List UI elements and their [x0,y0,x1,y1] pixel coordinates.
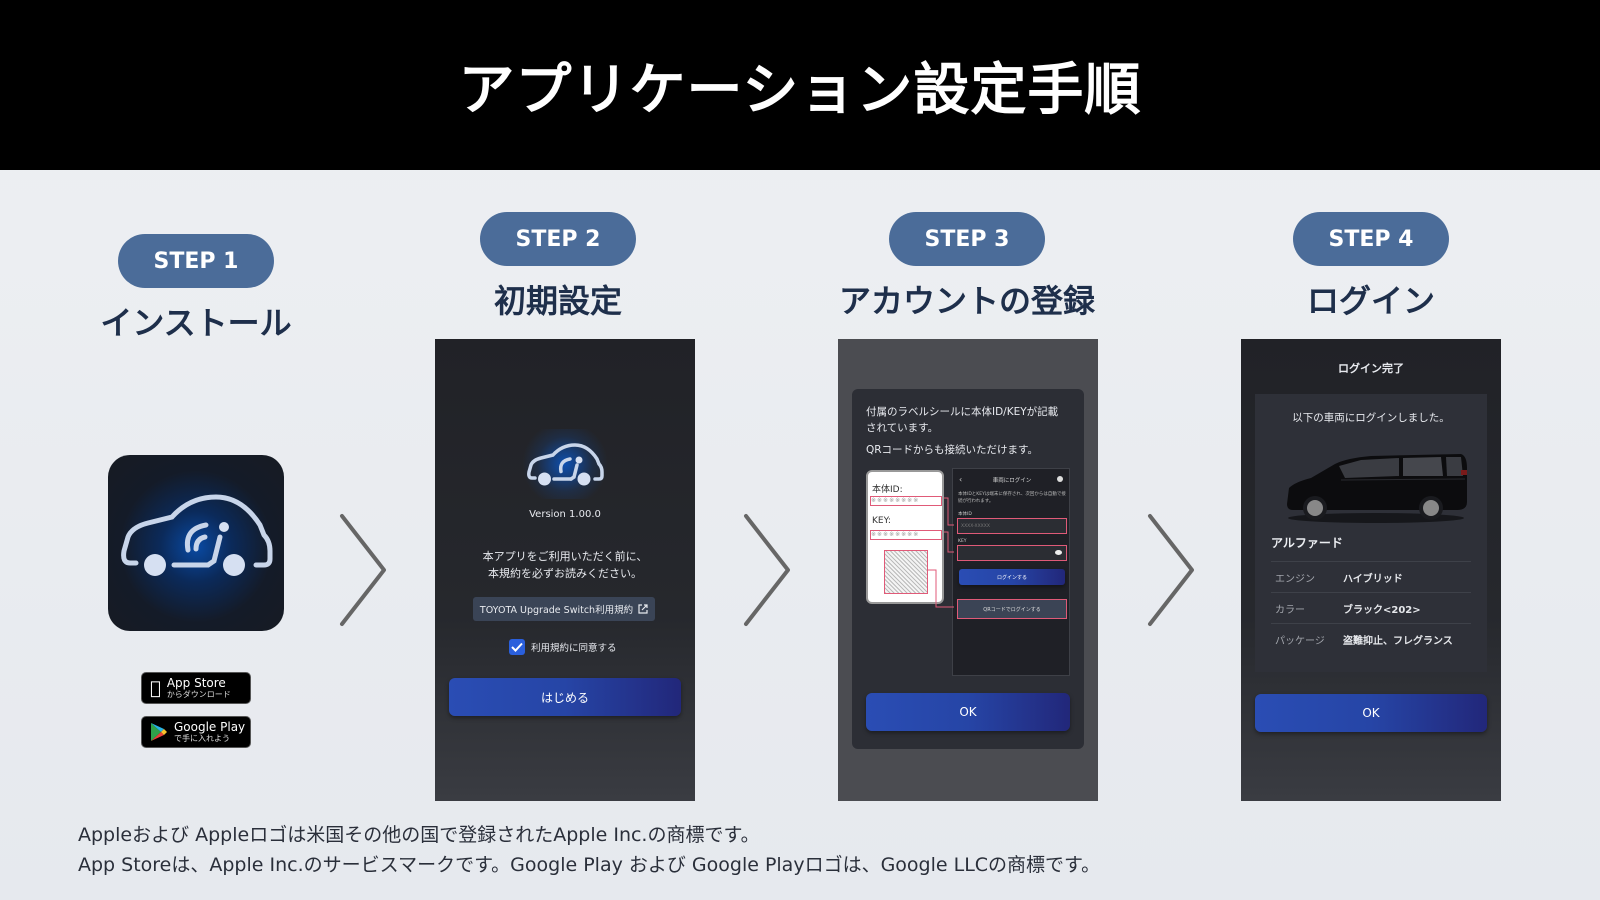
notice-line1: 本アプリをご利用いただく前に、 [482,550,648,563]
step4-badge: STEP 4 [1293,212,1449,266]
chevron-right-icon [1148,514,1194,626]
trademark-line1: Appleおよび Appleロゴは米国その他の国で登録されたApple Inc.… [78,824,760,846]
qr-info-dialog: 付属のラベルシールに本体ID/KEYが記載 されています。 QRコードからも接続… [852,389,1084,749]
spec-key: カラー [1275,604,1305,616]
info-line1: 付属のラベルシールに本体ID/KEYが記載 [866,406,1059,418]
trademark-line2: App Storeは、Apple Inc.のサービスマークです。Google P… [78,854,1101,876]
agree-label: 利用規約に同意する [531,643,617,654]
step2-phone-screen: Version 1.00.0 本アプリをご利用いただく前に、 本規約を必ずお読み… [435,339,695,801]
inner-title: 車両にログイン [992,478,1032,484]
info-line3: QRコードからも接続いただけます。 [866,444,1039,456]
eye-icon [1055,550,1062,555]
apple-icon:  [150,678,161,699]
back-icon: ‹ [959,475,963,484]
google-play-line2: で手に入れよう [174,734,230,743]
agree-checkbox[interactable] [509,639,525,655]
inner-qr-login-button[interactable]: QRコードでログインする [957,599,1067,619]
step3-badge: STEP 3 [889,212,1045,266]
trademark-notice: Appleおよび Appleロゴは米国その他の国で登録されたApple Inc.… [78,820,1100,880]
inner-id-label: 本体ID [958,512,972,517]
app-store-line2: からダウンロード [156,690,231,699]
google-play-icon [151,723,167,741]
step1-badge: STEP 1 [118,234,274,288]
vehicle-card: 以下の車両にログインしました。 アルファード エンジン ハイブリッド カラー ブラッ… [1255,394,1487,672]
vehicle-name: アルファード [1271,536,1343,550]
car-wifi-icon [527,443,604,486]
step1-title: インストール [100,304,292,342]
step2-badge: STEP 2 [480,212,636,266]
connector-lines [928,497,954,608]
spec-row-engine: エンジン ハイブリッド [1271,562,1471,593]
spec-row-color: カラー ブラック<202> [1271,593,1471,624]
page-header: アプリケーション設定手順 [0,0,1600,170]
checkmark-icon [511,642,523,652]
spec-value: 盗難抑止、フレグランス [1343,636,1453,647]
version-text: Version 1.00.0 [529,509,601,520]
inner-id-input[interactable]: XXXX-XXXXX [957,518,1067,534]
info-line2: されています。 [866,422,939,434]
label-key-value: ※※※※※※※※ [870,530,942,540]
step4-phone-screen: ログイン完了 以下の車両にログインしました。 アルファード エンジン ハイブリッド… [1241,339,1501,801]
app-icon[interactable] [108,455,284,631]
label-id-text: 本体ID: [872,485,903,495]
terms-link-button[interactable]: TOYOTA Upgrade Switch利用規約 [473,597,655,621]
inner-login-button[interactable]: ログインする [959,569,1065,585]
login-complete-title: ログイン完了 [1338,362,1404,375]
inner-key-label: KEY [958,539,967,544]
start-button[interactable]: はじめる [449,678,681,716]
spec-value: ハイブリッド [1343,573,1403,585]
spec-row-package: パッケージ 盗難抑止、フレグランス [1271,624,1471,655]
google-play-line1: Google Play [174,720,246,734]
step3-phone-screen: 付属のラベルシールに本体ID/KEYが記載 されています。 QRコードからも接続… [838,339,1098,801]
notice-line2: 本規約を必ずお読みください。 [488,567,642,580]
step4-ok-button[interactable]: OK [1255,694,1487,732]
inner-desc: 本体IDとKEYは端末に保存され、次回からは自動で接続が行われます。 [958,492,1066,504]
chevron-right-icon [744,514,790,626]
spec-key: エンジン [1275,573,1315,585]
chevron-right-icon [340,514,386,626]
agree-checkbox-row[interactable]: 利用規約に同意する [509,639,617,655]
spec-key: パッケージ [1275,636,1325,647]
car-wifi-icon [121,494,273,576]
label-key-text: KEY: [872,516,891,526]
label-id-value: ※※※※※※※※ [870,496,942,506]
inner-key-input[interactable] [957,545,1067,561]
app-store-line1: App Store [156,676,226,690]
qr-code [884,550,928,594]
inner-login-screen: ‹ 車両にログイン 本体IDとKEYは端末に保存され、次回からは自動で接続が行わ… [952,468,1070,676]
login-message: 以下の車両にログインしました。 [1292,412,1450,424]
terms-link-label: TOYOTA Upgrade Switch利用規約 [479,605,634,616]
spec-value: ブラック<202> [1343,604,1421,616]
step3-title: アカウントの登録 [838,282,1095,320]
step4-title: ログイン [1306,282,1435,320]
info-icon [1057,476,1063,482]
vehicle-image [1287,454,1467,523]
label-sticker: 本体ID: ※※※※※※※※ KEY: ※※※※※※※※ [866,470,944,604]
step2-title: 初期設定 [493,282,622,320]
external-link-icon [638,604,648,614]
step3-ok-button[interactable]: OK [866,693,1070,731]
page-title: アプリケーション設定手順 [458,57,1142,123]
